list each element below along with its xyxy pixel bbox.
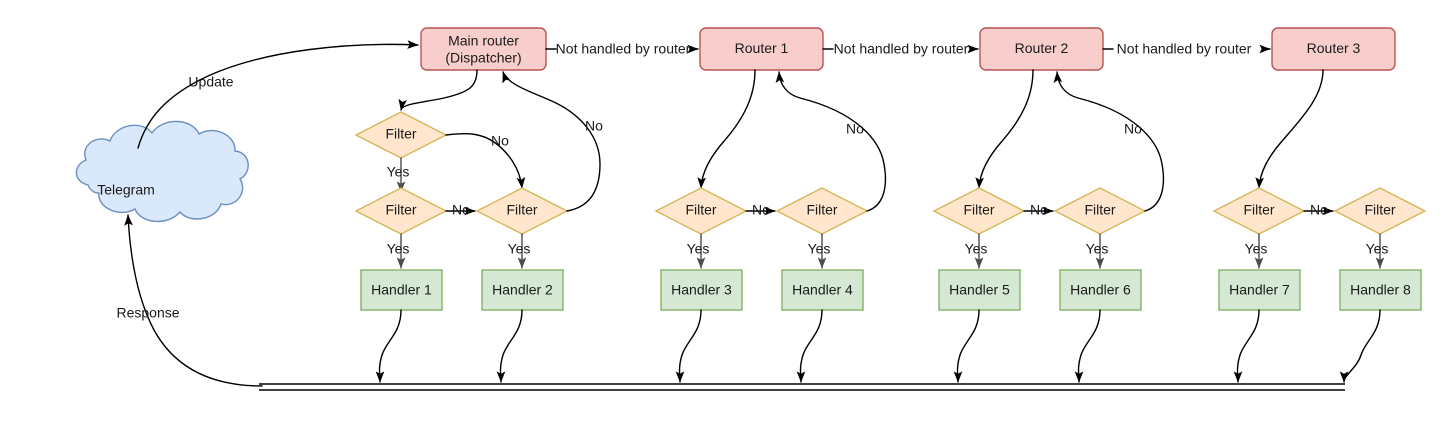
- filter-c-node[interactable]: Filter: [475, 187, 569, 235]
- main-router-box[interactable]: [420, 27, 547, 71]
- router-1-box[interactable]: [699, 27, 824, 71]
- handler-8-node[interactable]: Handler 8: [1339, 269, 1422, 311]
- yes-label-3: Yes: [508, 241, 531, 257]
- handler-7-node[interactable]: Handler 7: [1218, 269, 1301, 311]
- handler-4-box[interactable]: [781, 269, 864, 311]
- yes-label-1: Yes: [387, 164, 410, 180]
- yes-label-4: Yes: [687, 241, 710, 257]
- not-handled-label-3: Not handled by router: [1117, 41, 1252, 57]
- filter-g-node[interactable]: Filter: [1053, 187, 1147, 235]
- filter-h-shape[interactable]: [1212, 187, 1306, 235]
- edge-response-to-telegram: [124, 214, 263, 387]
- filter-d-node[interactable]: Filter: [654, 187, 748, 235]
- filter-b-node[interactable]: Filter: [354, 187, 448, 235]
- edge-filter-g-no-to-router-2: [1053, 71, 1165, 212]
- filter-e-shape[interactable]: [775, 187, 869, 235]
- filter-f-shape[interactable]: [932, 187, 1026, 235]
- filter-a-node[interactable]: Filter: [354, 111, 448, 159]
- edge-handler-4-to-bus: [796, 309, 823, 383]
- handler-3-node[interactable]: Handler 3: [660, 269, 743, 311]
- handler-1-node[interactable]: Handler 1: [360, 269, 443, 311]
- not-handled-label-2: Not handled by router: [834, 41, 969, 57]
- no-label-3: No: [585, 118, 603, 134]
- edge-handler-3-to-bus: [675, 309, 702, 383]
- not-handled-edge-router1-to-router2: Not handled by router: [822, 41, 979, 57]
- router-1-node[interactable]: Router 1: [699, 27, 824, 71]
- filter-i-node[interactable]: Filter: [1333, 187, 1427, 235]
- yes-label-7: Yes: [1086, 241, 1109, 257]
- cloud-shape: [75, 120, 249, 223]
- response-bus: [259, 383, 1345, 391]
- handler-8-box[interactable]: [1339, 269, 1422, 311]
- filter-f-node[interactable]: Filter: [932, 187, 1026, 235]
- router-3-box[interactable]: [1271, 27, 1396, 71]
- edge-handler-1-to-bus: [375, 309, 402, 383]
- edge-handler-7-to-bus: [1233, 309, 1260, 383]
- edge-handler-6-to-bus: [1074, 309, 1101, 383]
- handler-3-box[interactable]: [660, 269, 743, 311]
- filter-i-shape[interactable]: [1333, 187, 1427, 235]
- yes-label-6: Yes: [965, 241, 988, 257]
- no-label-4: No: [752, 202, 770, 218]
- no-label-8: No: [1310, 202, 1328, 218]
- no-label-2: No: [452, 202, 470, 218]
- not-handled-edge-main-to-router1: Not handled by router: [545, 41, 699, 57]
- no-label-6: No: [1030, 202, 1048, 218]
- handler-6-node[interactable]: Handler 6: [1059, 269, 1142, 311]
- edge-filter-a-no: [445, 133, 526, 189]
- edge-update-to-main-router: [137, 40, 419, 149]
- edge-handler-8-to-bus: [1339, 309, 1381, 383]
- yes-label-2: Yes: [387, 241, 410, 257]
- router-2-node[interactable]: Router 2: [979, 27, 1104, 71]
- handler-2-node[interactable]: Handler 2: [481, 269, 564, 311]
- edge-router-1-to-filter-d: [697, 69, 756, 189]
- router-2-box[interactable]: [979, 27, 1104, 71]
- handler-2-box[interactable]: [481, 269, 564, 311]
- filter-g-shape[interactable]: [1053, 187, 1147, 235]
- filter-d-shape[interactable]: [654, 187, 748, 235]
- edge-handler-2-to-bus: [496, 309, 523, 383]
- yes-label-9: Yes: [1366, 241, 1389, 257]
- filter-e-node[interactable]: Filter: [775, 187, 869, 235]
- telegram-cloud-node: Telegram: [75, 120, 249, 223]
- handler-7-box[interactable]: [1218, 269, 1301, 311]
- no-label-5: No: [846, 121, 864, 137]
- edge-router-2-to-filter-f: [975, 69, 1034, 189]
- yes-label-8: Yes: [1245, 241, 1268, 257]
- main-router-node[interactable]: Main router (Dispatcher): [420, 27, 547, 71]
- yes-label-5: Yes: [808, 241, 831, 257]
- filter-c-shape[interactable]: [475, 187, 569, 235]
- handler-5-box[interactable]: [938, 269, 1021, 311]
- handler-6-box[interactable]: [1059, 269, 1142, 311]
- filter-h-node[interactable]: Filter: [1212, 187, 1306, 235]
- filter-a-shape[interactable]: [354, 111, 448, 159]
- no-label-7: No: [1124, 121, 1142, 137]
- handler-5-node[interactable]: Handler 5: [938, 269, 1021, 311]
- not-handled-label-1: Not handled by router: [556, 41, 691, 57]
- router-3-node[interactable]: Router 3: [1271, 27, 1396, 71]
- edge-filter-c-no-to-main-router: [502, 71, 601, 212]
- edge-filter-e-no-to-router-1: [775, 71, 887, 212]
- edge-router-3-to-filter-h: [1255, 69, 1324, 189]
- handler-1-box[interactable]: [360, 269, 443, 311]
- filter-b-shape[interactable]: [354, 187, 448, 235]
- edge-handler-5-to-bus: [953, 309, 980, 383]
- edge-main-router-to-filter-a: [398, 69, 478, 111]
- handler-4-node[interactable]: Handler 4: [781, 269, 864, 311]
- not-handled-edge-router2-to-router3: Not handled by router: [1102, 41, 1271, 57]
